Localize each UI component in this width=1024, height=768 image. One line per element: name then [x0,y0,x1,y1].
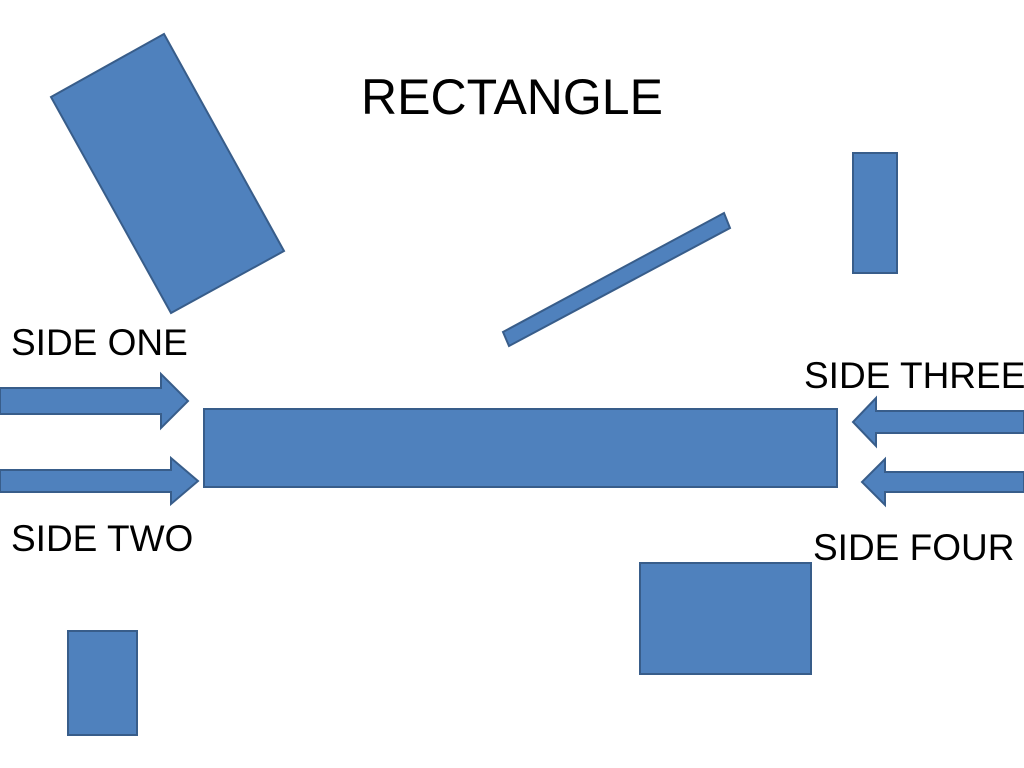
label-side-two: SIDE TWO [11,518,194,559]
arrow-side-four [860,456,1024,508]
rectangle-bottom-left [67,630,138,736]
label-side-one: SIDE ONE [11,322,188,363]
arrow-side-three [851,395,1024,449]
arrow-side-one [0,371,190,431]
label-side-four: SIDE FOUR [813,527,1015,568]
arrow-side-two [0,455,200,507]
diagonal-bar [501,211,732,348]
label-side-three: SIDE THREE [804,355,1024,396]
rectangle-bottom-right [639,562,812,675]
long-horizontal-rectangle [203,408,838,488]
tilted-rectangle [49,32,286,315]
vertical-rectangle-top-right [852,152,898,274]
page-title: RECTANGLE [361,69,663,125]
